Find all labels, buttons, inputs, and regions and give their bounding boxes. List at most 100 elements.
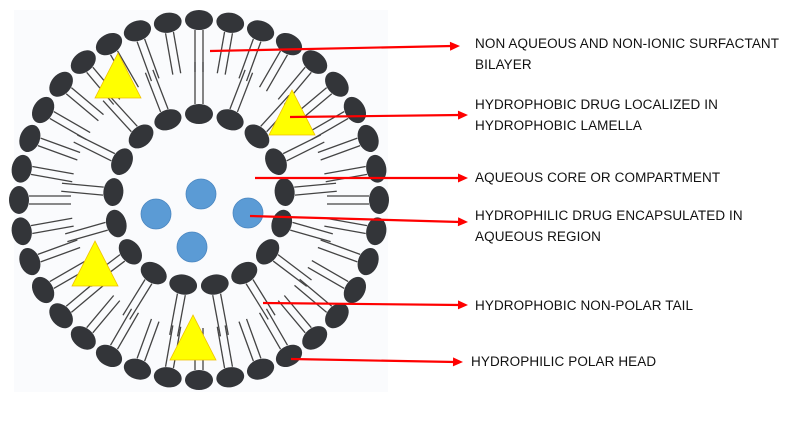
tail-line — [283, 295, 312, 329]
arrowhead-icon — [452, 357, 463, 367]
tail-line — [53, 110, 91, 134]
polar-head — [185, 104, 213, 124]
polar-head — [244, 124, 270, 149]
polar-head — [275, 344, 303, 368]
polar-head — [123, 20, 152, 42]
tail-line — [73, 141, 112, 162]
label-line: AQUEOUS REGION — [475, 229, 601, 244]
tail-line — [320, 239, 361, 255]
tail-line — [265, 54, 289, 92]
hydrophobic-drug-triangle — [71, 240, 119, 287]
tail-line — [324, 165, 366, 175]
label-aqueous-core: AQUEOUS CORE OR COMPARTMENT — [475, 167, 720, 188]
polar-head — [11, 217, 32, 246]
polar-head — [49, 303, 73, 329]
tail-line — [169, 293, 179, 336]
label-line: HYDROPHOBIC LAMELLA — [475, 118, 642, 133]
polar-head — [366, 217, 387, 246]
tail-line — [282, 134, 322, 155]
tail-line — [245, 318, 262, 359]
arrow-line — [249, 214, 461, 224]
tail-line — [116, 312, 140, 350]
tail-line — [219, 293, 229, 336]
tail-line — [129, 283, 153, 320]
tail-line — [40, 137, 81, 154]
label-arrows — [209, 41, 468, 367]
tail-line — [70, 87, 104, 116]
tail-line — [307, 110, 345, 134]
tail-line — [252, 279, 276, 316]
polar-head — [111, 148, 133, 175]
label-line: NON AQUEOUS AND NON-IONIC SURFACTANT — [475, 36, 780, 51]
tail-line — [224, 33, 234, 75]
tail-line — [277, 254, 312, 281]
tail-line — [64, 221, 106, 235]
arrowhead-icon — [458, 173, 468, 183]
tail-line — [176, 294, 186, 337]
tail-line — [236, 72, 254, 113]
arrowhead-icon — [449, 41, 460, 51]
tail-line — [116, 50, 140, 88]
tail-line — [265, 308, 289, 346]
arrowhead-icon — [457, 217, 468, 227]
tail-line — [245, 283, 269, 320]
polar-head — [153, 367, 182, 388]
tail-line — [277, 300, 306, 334]
label-line: HYDROPHILIC DRUG ENCAPSULATED IN — [475, 208, 743, 223]
tail-line — [224, 325, 234, 367]
polar-head — [9, 186, 29, 214]
tail-line — [30, 217, 73, 227]
polar-head — [70, 326, 96, 350]
label-line: HYDROPHILIC POLAR HEAD — [471, 354, 657, 369]
tail-line — [49, 259, 87, 283]
tail-line — [229, 69, 246, 110]
tail-line — [172, 31, 182, 74]
tail-line — [311, 259, 349, 283]
polar-head — [105, 209, 127, 238]
polar-head — [200, 274, 229, 295]
polar-head — [31, 276, 55, 304]
tail-line — [102, 100, 132, 133]
tail-line — [67, 229, 108, 243]
tail-line — [238, 38, 254, 79]
polar-head — [265, 148, 287, 175]
polar-head — [256, 239, 280, 265]
polar-head — [95, 32, 123, 56]
polar-head — [153, 12, 182, 33]
polar-head — [70, 50, 96, 74]
polar-head — [357, 247, 379, 276]
label-nonpolar-tail: HYDROPHOBIC NON-POLAR TAIL — [475, 295, 693, 316]
tail-line — [122, 279, 146, 316]
tail-line — [245, 41, 262, 82]
tail-line — [61, 190, 104, 196]
tail-line — [136, 41, 153, 82]
polar-head — [169, 274, 198, 295]
label-line: AQUEOUS CORE OR COMPARTMENT — [475, 170, 721, 185]
tail-line — [294, 190, 337, 196]
hydrophilic-drug-circle — [185, 178, 217, 210]
tail-line — [152, 69, 169, 110]
arrow-line — [262, 301, 461, 307]
polar-head — [369, 186, 389, 214]
tail-line — [286, 141, 325, 162]
tail-line — [325, 217, 368, 227]
tail-line — [317, 137, 358, 154]
tail-line — [92, 300, 121, 334]
label-hydrophobic-drug: HYDROPHOBIC DRUG LOCALIZED IN HYDROPHOBI… — [475, 94, 718, 136]
tail-line — [272, 260, 308, 287]
label-line: BILAYER — [475, 57, 532, 72]
hydrophobic-drug-triangle — [169, 314, 217, 361]
polar-head — [49, 71, 73, 97]
tail-line — [292, 221, 334, 235]
polar-head — [154, 109, 182, 131]
tail-line — [320, 145, 361, 161]
arrow-line — [290, 357, 456, 364]
tail-line — [144, 72, 162, 113]
polar-head — [357, 124, 379, 153]
polar-head — [95, 344, 123, 368]
tail-line — [32, 225, 74, 235]
tail-line — [76, 134, 116, 155]
tail-line — [277, 66, 306, 100]
hydrophilic-drug-circle — [140, 198, 172, 230]
tail-line — [32, 165, 74, 175]
